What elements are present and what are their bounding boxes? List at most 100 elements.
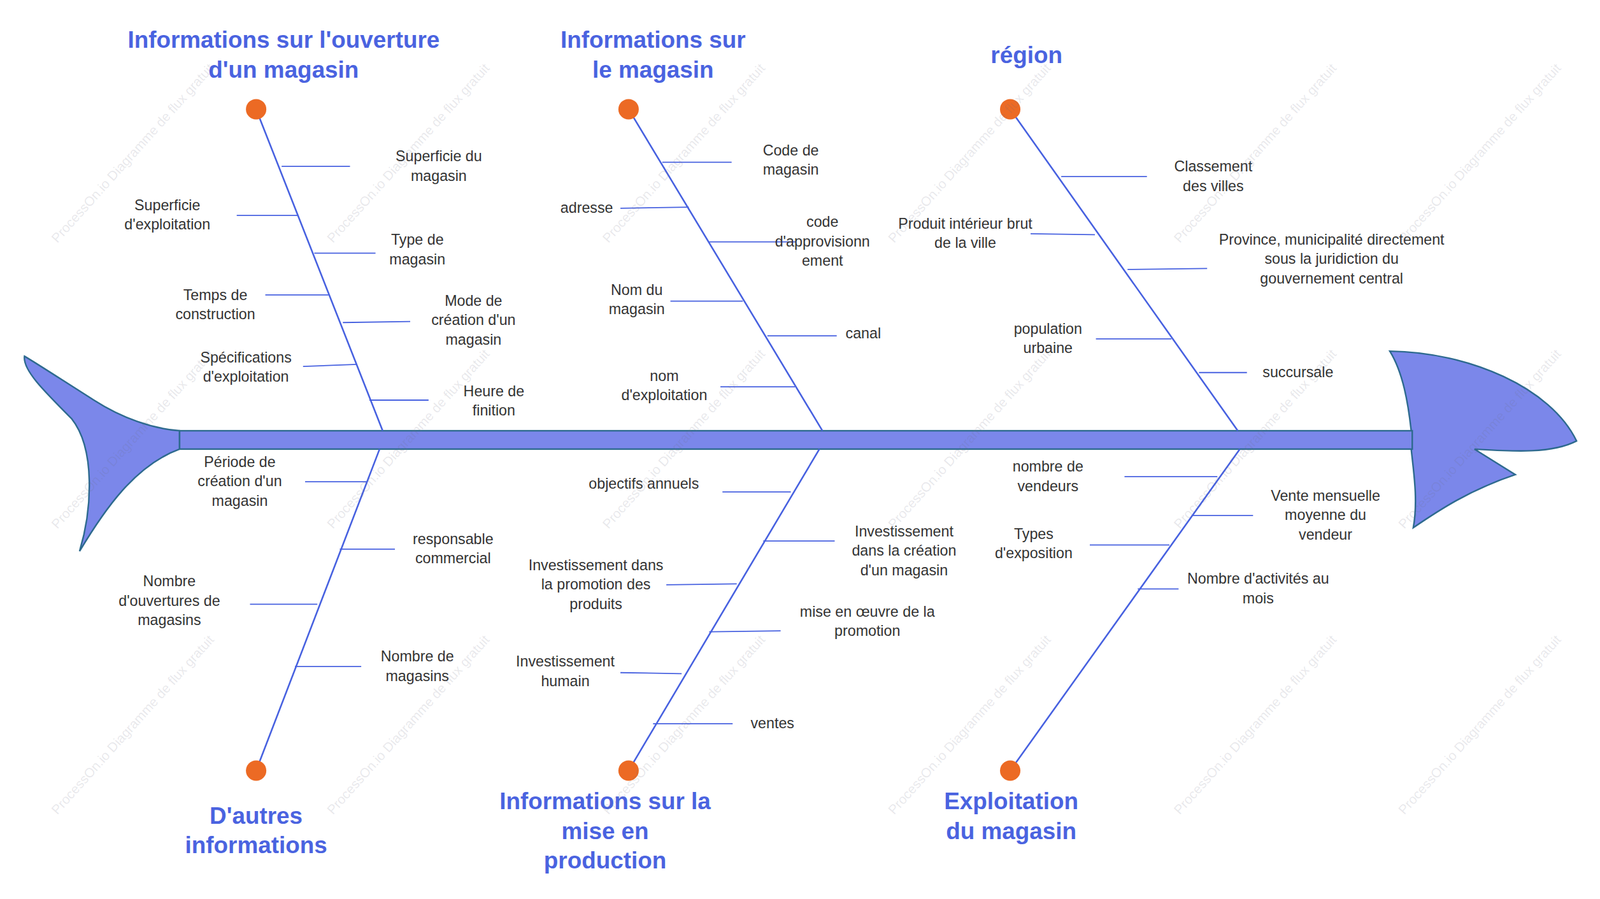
cause-label: Nombre d'ouvertures de magasins xyxy=(107,571,232,630)
category-heading: Informations sur le magasin xyxy=(558,25,748,85)
cause-label: Vente mensuelle moyenne du vendeur xyxy=(1261,485,1390,544)
cause-label: Superficie d'exploitation xyxy=(111,196,224,236)
watermark: ProcessOn.io Diagramme de flux gratuit xyxy=(1170,346,1340,532)
category-bone xyxy=(256,449,380,771)
category-dot xyxy=(618,760,639,781)
cause-label: Spécifications d'exploitation xyxy=(189,347,302,387)
cause-line xyxy=(1124,475,1218,478)
watermark: ProcessOn.io Diagramme de flux gratuit xyxy=(884,631,1054,817)
cause-label: Nombre de magasins xyxy=(371,647,464,686)
watermark: ProcessOn.io Diagramme de flux gratuit xyxy=(323,60,493,246)
cause-label: adresse xyxy=(545,198,628,218)
category-dot xyxy=(245,98,267,120)
category-dot xyxy=(1000,760,1021,781)
watermark: ProcessOn.io Diagramme de flux gratuit xyxy=(1394,60,1564,246)
category-heading-node: Exploitation du magasin xyxy=(942,786,1080,846)
category-dot xyxy=(245,760,267,781)
cause-line xyxy=(342,321,411,323)
cause-label: Nom du magasin xyxy=(600,280,674,320)
cause-label: objectifs annuels xyxy=(572,473,716,493)
category-heading-node: Informations sur la mise en production xyxy=(498,786,713,876)
watermark: ProcessOn.io Diagramme de flux gratuit xyxy=(48,346,218,532)
cause-line xyxy=(1137,587,1179,590)
cause-label: Investissement dans la création d'un mag… xyxy=(842,521,967,580)
watermark: ProcessOn.io Diagramme de flux gratuit xyxy=(599,631,769,817)
category-heading-node: Informations sur l'ouverture d'un magasi… xyxy=(125,25,443,85)
cause-label: responsable commercial xyxy=(403,529,502,569)
cause-line xyxy=(666,583,737,585)
cause-line xyxy=(1096,338,1172,340)
watermark: ProcessOn.io Diagramme de flux gratuit xyxy=(884,346,1054,532)
cause-line xyxy=(620,672,682,674)
cause-label: Types d'exposition xyxy=(984,524,1083,564)
cause-label: Type de magasin xyxy=(380,230,455,270)
cause-line xyxy=(722,491,791,493)
cause-label: Investissement humain xyxy=(514,652,616,692)
fish-spine xyxy=(179,430,1413,450)
cause-line xyxy=(652,722,733,725)
cause-label: Nombre d'activités au mois xyxy=(1183,569,1333,609)
cause-line xyxy=(314,252,376,254)
cause-line xyxy=(1089,544,1170,546)
cause-line xyxy=(1061,175,1148,178)
cause-line xyxy=(767,335,837,337)
watermark: ProcessOn.io Diagramme de flux gratuit xyxy=(1394,631,1564,817)
cause-line xyxy=(305,480,368,483)
category-dot xyxy=(618,98,639,120)
cause-label: code d'approvisionnement xyxy=(771,212,874,271)
fish-tail xyxy=(24,356,180,551)
cause-label: succursale xyxy=(1250,363,1345,383)
cause-label: canal xyxy=(832,324,894,344)
cause-line xyxy=(339,548,395,550)
cause-line xyxy=(1192,514,1254,516)
cause-line xyxy=(708,630,781,632)
watermark: ProcessOn.io Diagramme de flux gratuit xyxy=(884,60,1054,246)
category-heading: Informations sur l'ouverture d'un magasi… xyxy=(125,25,443,85)
watermark: ProcessOn.io Diagramme de flux gratuit xyxy=(1394,346,1564,532)
cause-line xyxy=(1030,233,1095,236)
cause-line xyxy=(763,540,835,542)
watermark: ProcessOn.io Diagramme de flux gratuit xyxy=(1170,60,1340,246)
cause-line xyxy=(720,385,795,388)
cause-line xyxy=(369,399,429,401)
cause-label: Mode de création d'un magasin xyxy=(419,291,528,350)
category-heading-node: D'autres informations xyxy=(169,801,343,861)
category-heading: D'autres informations xyxy=(169,801,343,861)
cause-line xyxy=(265,294,329,296)
cause-label: nom d'exploitation xyxy=(610,366,719,406)
cause-line xyxy=(303,364,358,367)
cause-label: population urbaine xyxy=(1001,319,1095,358)
cause-line xyxy=(662,161,732,164)
cause-label: Classement des villes xyxy=(1166,157,1260,197)
category-bone xyxy=(1010,449,1240,771)
category-bone xyxy=(628,449,820,771)
cause-label: Code de magasin xyxy=(754,140,828,180)
watermark: ProcessOn.io Diagramme de flux gratuit xyxy=(599,60,769,246)
cause-line xyxy=(281,165,350,167)
watermark: ProcessOn.io Diagramme de flux gratuit xyxy=(599,346,769,532)
cause-label: mise en œuvre de la promotion xyxy=(787,601,948,641)
category-heading: région xyxy=(970,40,1083,71)
cause-label: Province, municipalité directement sous … xyxy=(1215,229,1448,288)
watermark: ProcessOn.io Diagramme de flux gratuit xyxy=(323,631,493,817)
cause-label: Temps de construction xyxy=(166,285,264,325)
cause-line xyxy=(236,214,299,216)
cause-label: Produit intérieur brut de la ville xyxy=(896,214,1036,253)
cause-line xyxy=(250,603,318,606)
fish-head xyxy=(1389,350,1577,528)
cause-label: Période de création d'un magasin xyxy=(187,452,292,511)
cause-label: Superficie du magasin xyxy=(385,147,493,186)
cause-label: ventes xyxy=(736,714,809,734)
cause-line xyxy=(620,207,689,209)
category-heading-node: région xyxy=(970,40,1083,71)
watermark: ProcessOn.io Diagramme de flux gratuit xyxy=(48,631,218,817)
cause-line xyxy=(294,665,362,667)
category-heading: Exploitation du magasin xyxy=(942,786,1080,846)
cause-label: Investissement dans la promotion des pro… xyxy=(523,555,669,614)
category-dot xyxy=(1000,98,1021,120)
watermark: ProcessOn.io Diagramme de flux gratuit xyxy=(323,346,493,532)
cause-label: nombre de vendeurs xyxy=(1001,457,1094,497)
category-heading: Informations sur la mise en production xyxy=(498,786,713,876)
cause-line xyxy=(670,300,744,302)
